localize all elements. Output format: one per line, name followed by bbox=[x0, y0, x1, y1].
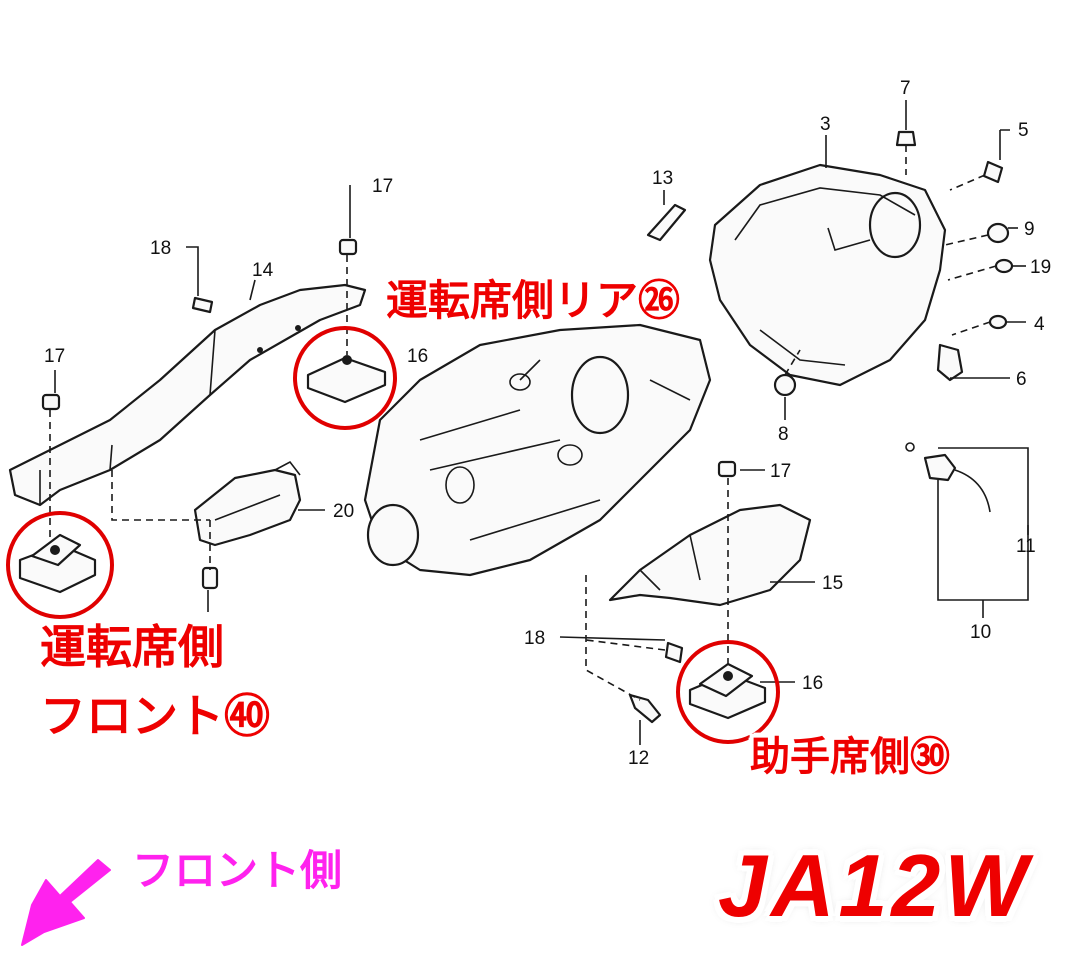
switch-harness bbox=[905, 442, 1029, 601]
front-side-label: フロント側 bbox=[132, 846, 343, 895]
highlight-passenger bbox=[676, 640, 780, 744]
part-number-12: 12 bbox=[628, 748, 649, 769]
part-number-9: 9 bbox=[1024, 219, 1035, 240]
part-number-6: 6 bbox=[1016, 369, 1027, 390]
part-number-labels: 3 4 5 6 7 8 9 10 11 12 13 14 15 16 16 17… bbox=[44, 78, 1051, 769]
highlight-driver-rear bbox=[293, 326, 397, 430]
small-parts bbox=[41, 130, 1014, 724]
driver-front-label-line1: 運転席側 bbox=[40, 620, 224, 674]
part-number-8: 8 bbox=[778, 424, 789, 445]
part-number-13: 13 bbox=[652, 168, 673, 189]
part-number-11: 11 bbox=[1016, 536, 1036, 557]
driver-rear-label: 運転席側リア㉖ bbox=[386, 276, 681, 325]
driver-front-label-line2: フロント㊵ bbox=[40, 689, 270, 743]
part-number-17: 17 bbox=[44, 346, 65, 367]
part-number-14: 14 bbox=[252, 260, 274, 281]
mount-bracket-20 bbox=[193, 460, 302, 547]
highlight-circles bbox=[6, 326, 780, 744]
part-number-3: 3 bbox=[820, 114, 831, 135]
part-number-18: 18 bbox=[150, 238, 171, 259]
assembly-dash-lines bbox=[49, 145, 997, 701]
part-number-7: 7 bbox=[900, 78, 911, 99]
model-code: JA12W bbox=[718, 836, 1032, 935]
passenger-label: 助手席側㉚ bbox=[750, 734, 950, 780]
arrow-down-left-icon bbox=[21, 859, 111, 946]
part-number-4: 4 bbox=[1034, 314, 1045, 335]
rear-cover bbox=[708, 163, 947, 387]
part-number-15: 15 bbox=[822, 573, 843, 594]
transfer-case-body bbox=[363, 323, 712, 577]
crossmember-right bbox=[608, 503, 812, 607]
part-number-17-right: 17 bbox=[770, 461, 791, 482]
leader-lines bbox=[54, 100, 1029, 745]
part-number-17-top: 17 bbox=[372, 176, 393, 197]
mount-16-passenger bbox=[688, 662, 767, 720]
part-number-20: 20 bbox=[333, 501, 354, 522]
part-number-10: 10 bbox=[970, 622, 991, 643]
part-number-16-rear: 16 bbox=[407, 346, 428, 367]
highlight-driver-front bbox=[6, 511, 114, 619]
crossmember-left bbox=[8, 283, 367, 507]
mount-16-left bbox=[18, 533, 97, 594]
part-number-5: 5 bbox=[1018, 120, 1029, 141]
mount-16-rear bbox=[306, 355, 387, 404]
part-number-18-lower: 18 bbox=[524, 628, 545, 649]
part-number-16: 16 bbox=[802, 673, 823, 694]
part-number-19: 19 bbox=[1030, 257, 1051, 278]
